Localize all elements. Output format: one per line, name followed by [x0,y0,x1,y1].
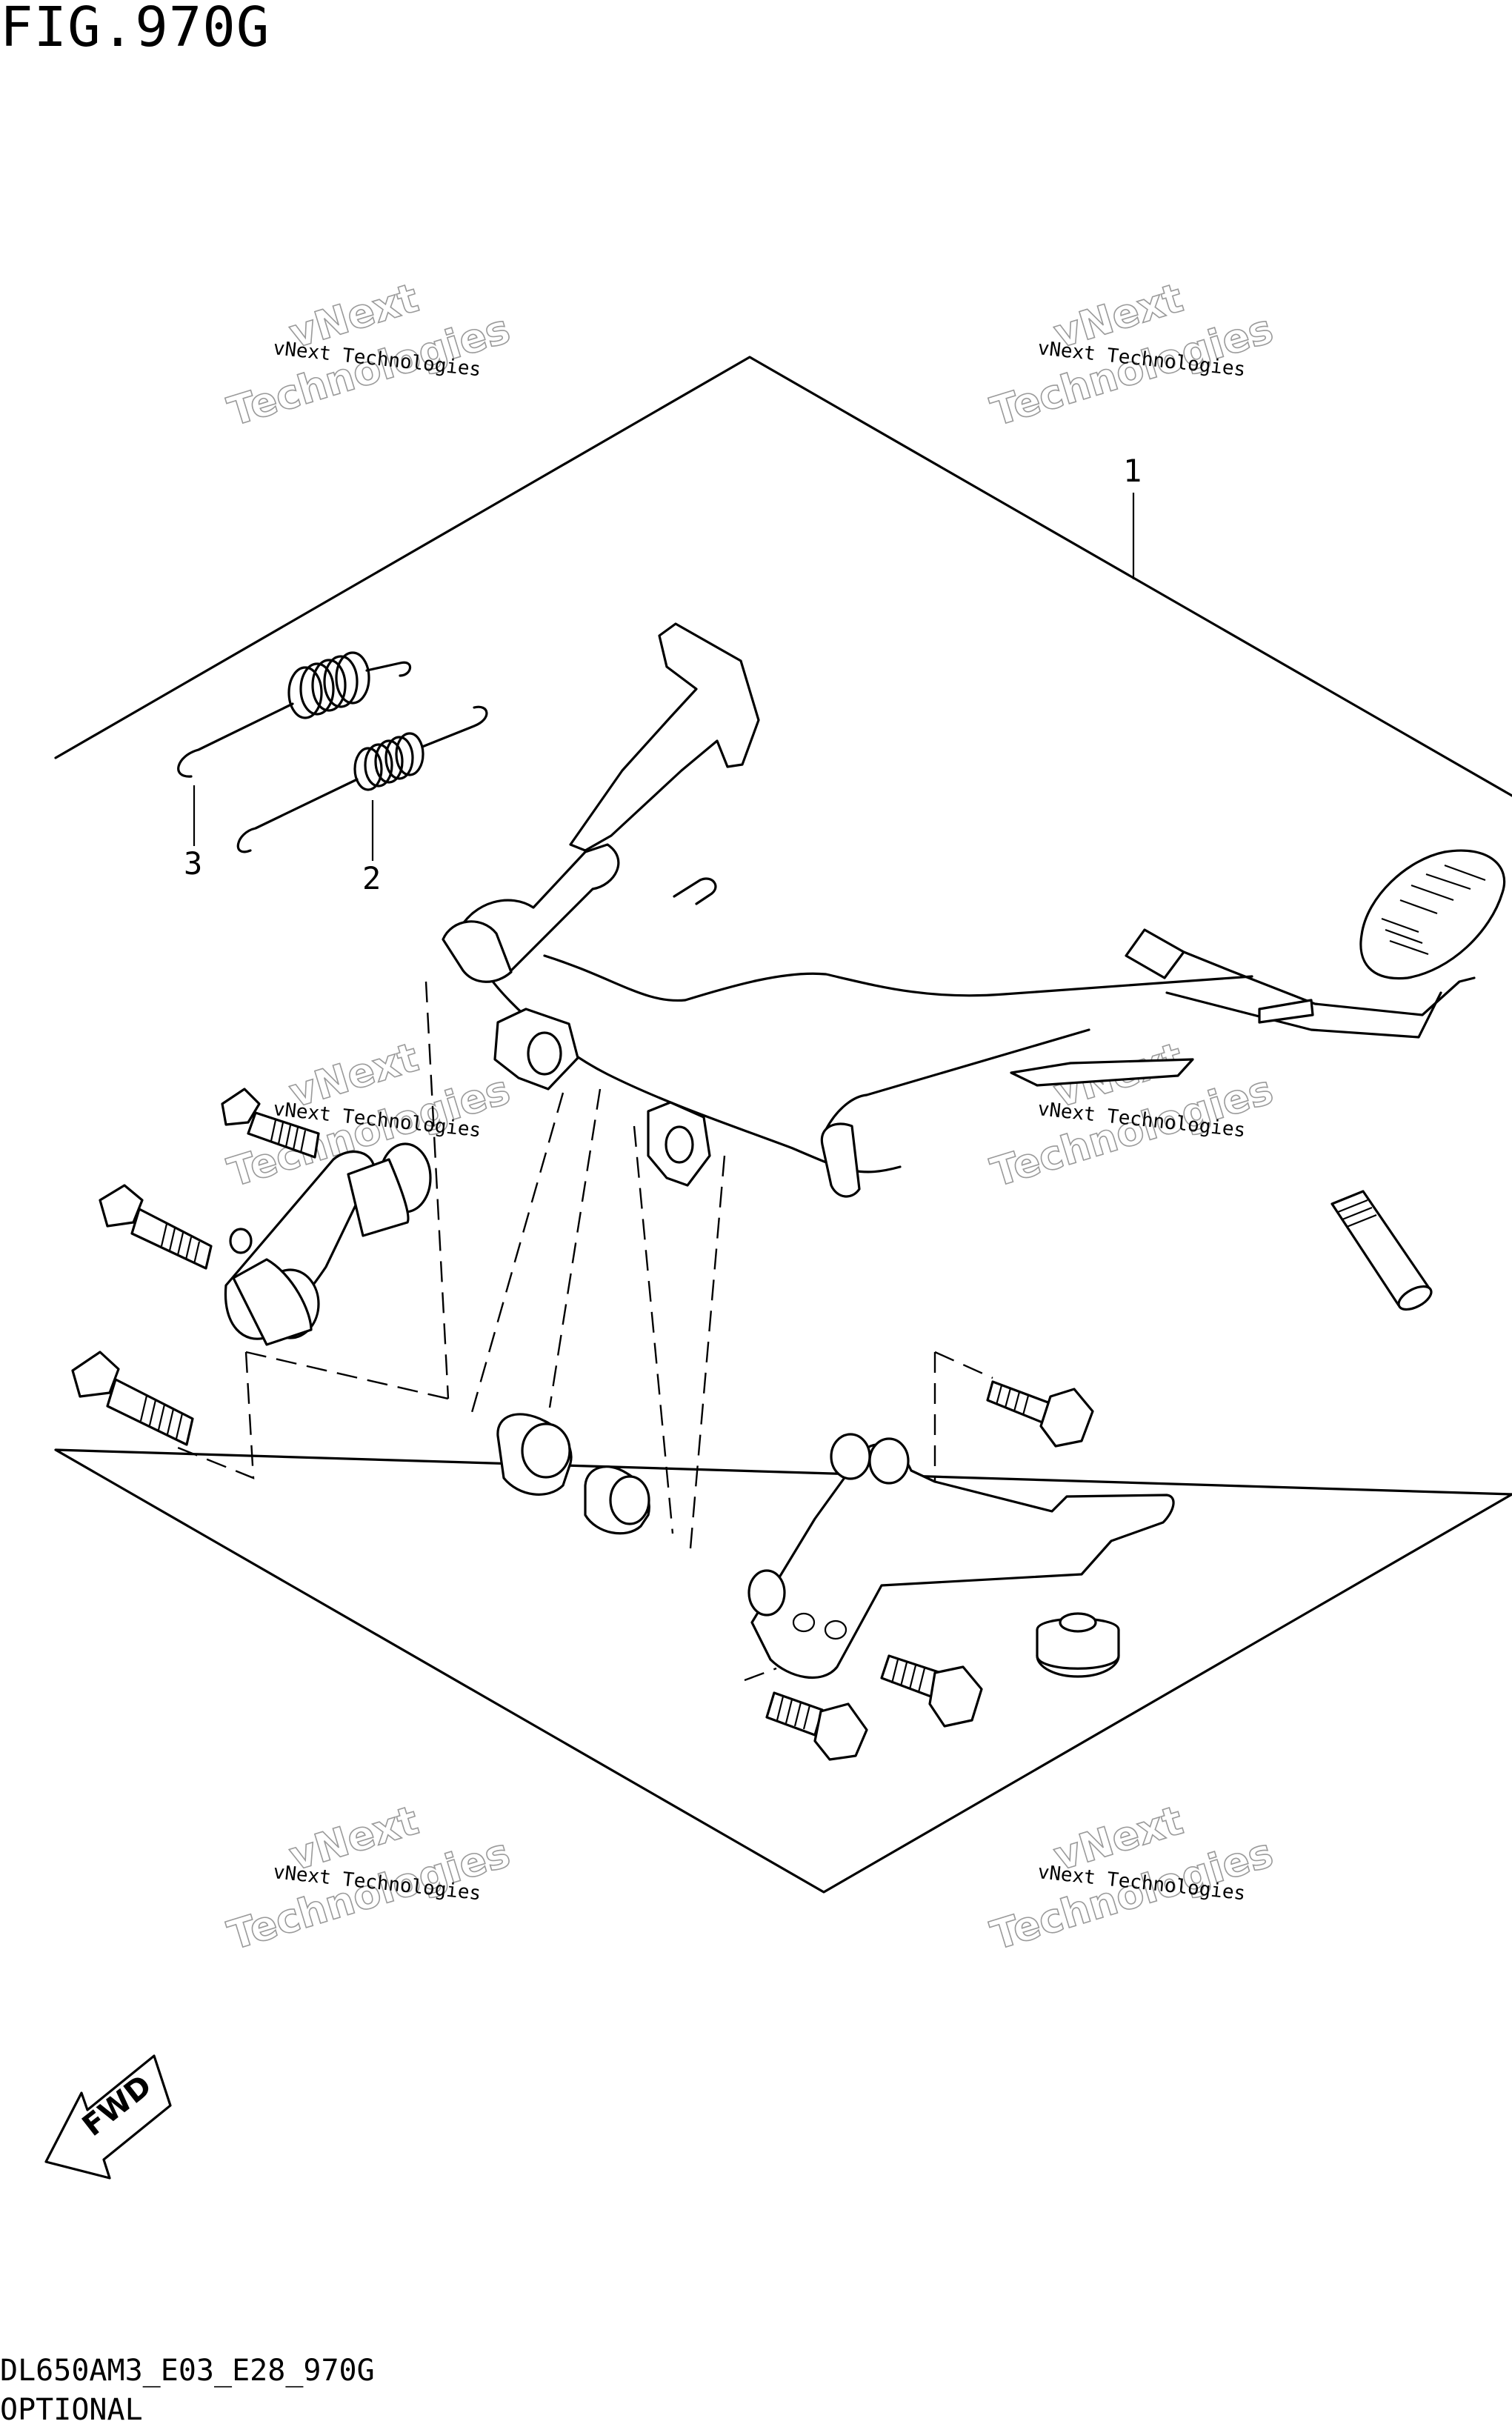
bolt-right-middle[interactable] [880,1654,983,1728]
callout-3-label: 3 [184,845,202,882]
collar-left[interactable] [496,1413,573,1496]
bolt-right-top[interactable] [986,1380,1094,1448]
pivot-bushing-left[interactable] [493,1008,579,1091]
watermark-top-right: vNext Technologies vNext Technologies [985,273,1279,436]
rubber-stopper[interactable] [1036,1612,1120,1678]
bolt-right-bottom[interactable] [765,1691,868,1761]
callout-2-label: 2 [362,860,381,896]
callout-3[interactable]: 3 [184,785,202,882]
optional-note: OPTIONAL [0,2393,143,2427]
collar-right[interactable] [584,1465,650,1535]
fwd-direction-badge: FWD [44,2054,172,2180]
pivot-bushing-right[interactable] [647,1101,711,1187]
callout-2[interactable]: 2 [362,800,381,896]
stud-bolt[interactable] [1331,1190,1435,1314]
foot-pad-treads [1381,864,1486,956]
bolt-left-middle[interactable] [99,1184,213,1270]
watermark-bottom-left: vNext Technologies vNext Technologies [222,1796,516,1960]
left-bracket-plate[interactable] [224,1142,432,1346]
watermark-top-left: vNext Technologies vNext Technologies [222,273,516,436]
callout-1[interactable]: 1 [1123,453,1142,579]
kit-boundary [54,356,1512,1894]
model-code: DL650AM3_E03_E28_970G [0,2354,375,2388]
watermark-mid-right: vNext Technologies vNext Technologies [985,1033,1279,1196]
watermark-bottom-right: vNext Technologies vNext Technologies [985,1796,1279,1960]
spring-2[interactable] [236,705,488,853]
bolt-left-bottom[interactable] [71,1351,194,1446]
center-stand-frame[interactable] [442,622,1506,1198]
callout-1-label: 1 [1123,453,1142,489]
spring-3[interactable] [177,651,412,778]
right-bracket-plate[interactable] [747,1433,1175,1679]
figure-title: FIG.970G [0,0,270,59]
bolt-left-top[interactable] [221,1088,320,1159]
